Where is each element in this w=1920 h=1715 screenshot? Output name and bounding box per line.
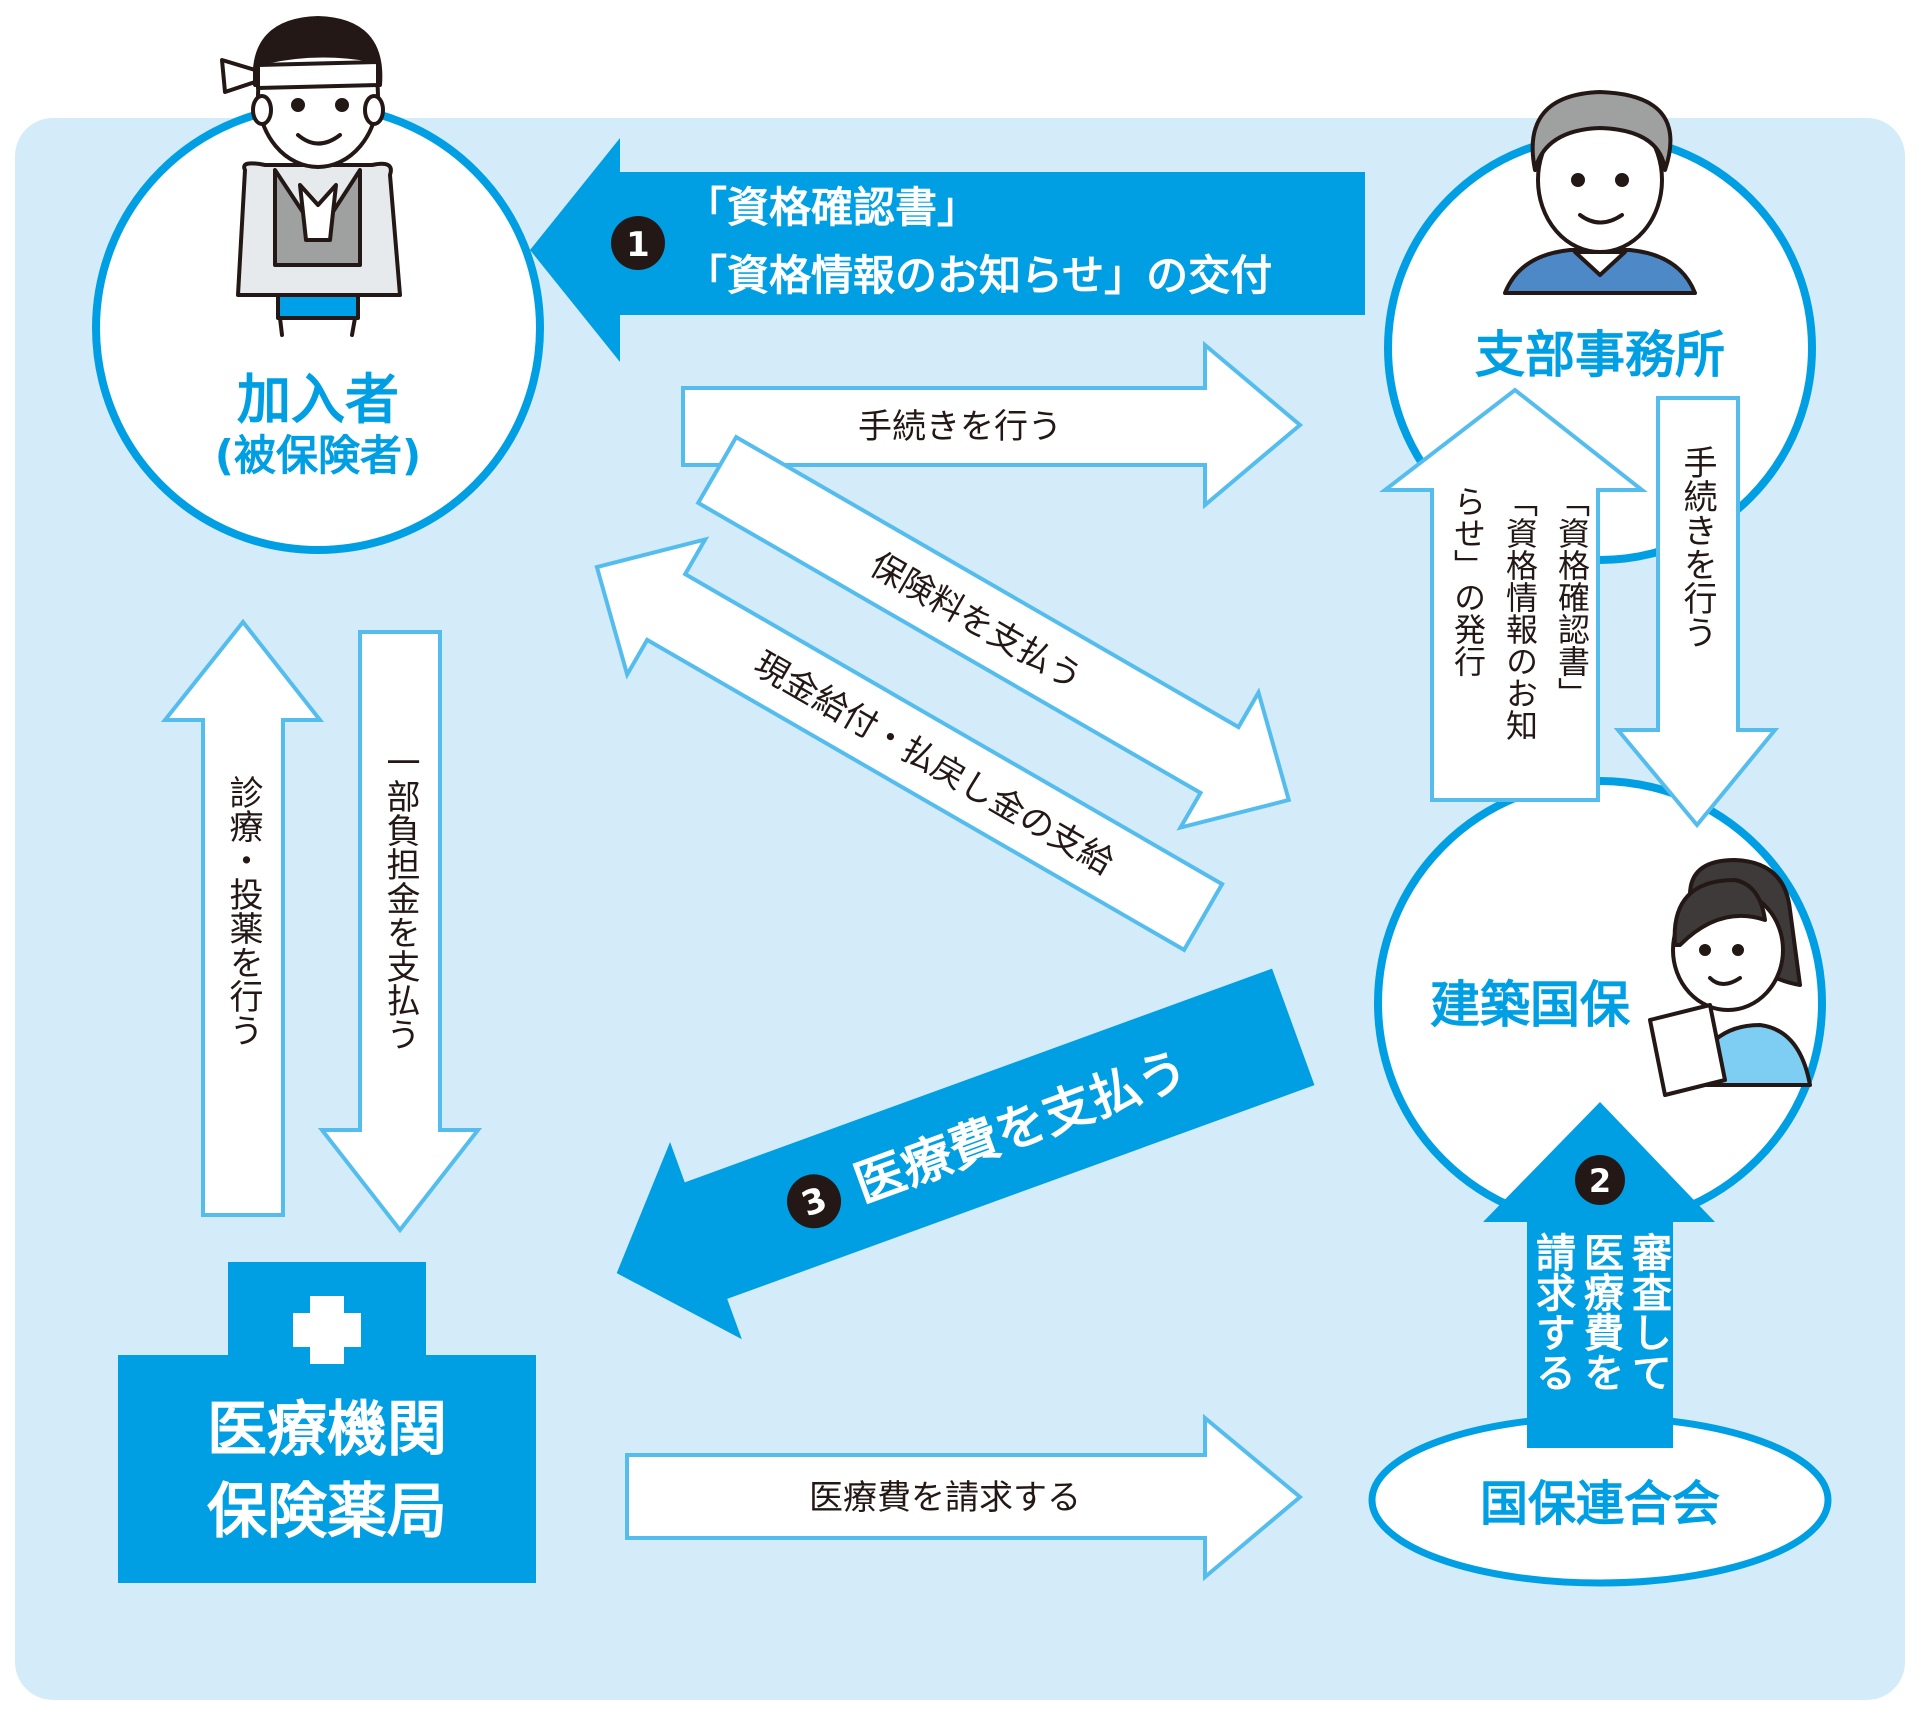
step-2-badge — [1575, 1155, 1625, 1205]
step-2-number: 2 — [1589, 1162, 1611, 1200]
issue-docs-col1: 「資格確認書」 — [1553, 485, 1591, 709]
worker-icon — [220, 16, 402, 337]
member-node: 加入者 (被保険者) — [92, 102, 544, 554]
step-1-number: 1 — [626, 225, 650, 265]
member-label: 加入者 — [237, 368, 399, 431]
issue-card-arrow: 1 「資格確認書」 「資格情報のお知らせ」の交付 — [530, 138, 1365, 362]
clinic-node: 医療機関 保険薬局 — [118, 1262, 536, 1583]
review-col3: 請求する — [1529, 1232, 1576, 1392]
step-1-badge — [611, 216, 665, 270]
rengokai-node: 国保連合会 — [1368, 1413, 1832, 1587]
branch-procedure-label: 手続きを行う — [1677, 445, 1717, 649]
clinic-sublabel: 保険薬局 — [207, 1477, 447, 1547]
staff-woman-icon — [1648, 858, 1812, 1097]
issue-docs-col3: らせ」の発行 — [1449, 485, 1487, 677]
copay-arrow: 一部負担金を支払う — [317, 630, 483, 1234]
kokuho-label: 建築国保 — [1430, 976, 1631, 1034]
treatment-label: 診療・投薬を行う — [223, 775, 263, 1047]
review-arrow: 2 審査して 医療費を 請求する — [1483, 1102, 1715, 1448]
issue-docs-arrow: 「資格確認書」 「資格情報のお知 らせ」の発行 — [1379, 387, 1648, 802]
issue-docs-col2: 「資格情報のお知 — [1501, 485, 1539, 741]
staff-man-icon — [1503, 90, 1697, 295]
step-3-badge — [787, 1174, 842, 1229]
member-procedure-label: 手続きを行う — [858, 407, 1062, 447]
treatment-arrow: 診療・投薬を行う — [160, 618, 325, 1217]
review-col2: 医療費を — [1577, 1232, 1624, 1392]
branch-label: 支部事務所 — [1475, 326, 1725, 384]
rengokai-label: 国保連合会 — [1480, 1476, 1720, 1532]
issue-card-line2: 「資格情報のお知らせ」の交付 — [685, 251, 1272, 300]
bill-medical-label: 医療費を請求する — [809, 1478, 1081, 1518]
branch-procedure-arrow: 手続きを行う — [1613, 396, 1780, 829]
member-sublabel: (被保険者) — [215, 431, 421, 480]
issue-card-line1: 「資格確認書」 — [685, 183, 979, 232]
copay-label: 一部負担金を支払う — [380, 745, 420, 1051]
clinic-label: 医療機関 — [207, 1395, 447, 1465]
bill-medical-arrow: 医療費を請求する — [625, 1413, 1304, 1582]
review-col1: 審査して — [1625, 1232, 1673, 1392]
